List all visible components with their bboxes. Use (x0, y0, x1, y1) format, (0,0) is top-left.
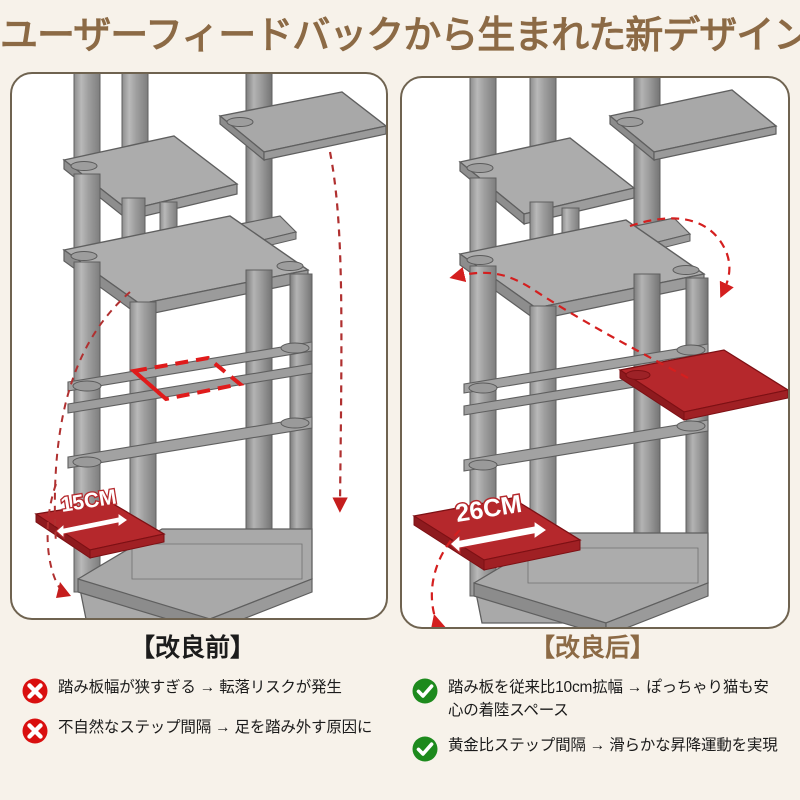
annotation-arrow-left (46, 291, 131, 598)
base-platform (77, 528, 313, 618)
missing-step-outline (129, 355, 245, 402)
panel-after-improvement: 26CM (400, 76, 790, 629)
annotation-arrow-mid (449, 266, 689, 379)
board-upper-right (218, 91, 386, 162)
rail-bottom (67, 416, 313, 469)
annotation-arrow-bottom (430, 529, 461, 627)
measure-arrow-before (55, 511, 129, 540)
check-icon (412, 678, 438, 704)
list-item: 踏み板幅が狭すぎる → 転落リスクが発生 (22, 676, 390, 704)
base-platform (473, 532, 709, 627)
panel-before-improvement: 15CM (10, 72, 388, 620)
cat-tree-diagram-before: 15CM (34, 74, 386, 618)
annotation-arrow-top-curve (629, 217, 734, 298)
rail-lower (67, 363, 313, 414)
list-item-label: 不自然なステップ間隔 → 足を踏み外す原因に (58, 719, 373, 736)
measure-arrow-after (449, 519, 549, 555)
list-item: 黄金比ステップ間隔 → 滑らかな昇降運動を実現 (412, 734, 780, 762)
annotation-arrow-right (328, 151, 348, 513)
list-item: 踏み板を従来比10cm拡幅 → ぽっちゃり猫も安心の着陸スペース (412, 676, 780, 722)
bullet-list-before: 踏み板幅が狭すぎる → 転落リスクが発生 不自然なステップ間隔 → 足を踏み外す… (22, 676, 390, 756)
bullet-list-after: 踏み板を従来比10cm拡幅 → ぽっちゃり猫も安心の着陸スペース 黄金比ステップ… (412, 676, 780, 774)
page-title: ユーザーフィードバックから生まれた新デザイン (0, 15, 800, 57)
cross-icon (22, 678, 48, 704)
list-item-label: 踏み板を従来比10cm拡幅 → ぽっちゃり猫も安心の着陸スペース (448, 679, 769, 719)
caption-before: 【改良前】 (130, 634, 256, 662)
step-board-added-after (618, 349, 788, 421)
rail-bottom (463, 419, 709, 472)
board-upper-right (608, 89, 778, 162)
check-icon (412, 736, 438, 762)
list-item-label: 踏み板幅が狭すぎる → 転落リスクが発生 (58, 679, 342, 696)
cross-icon (22, 718, 48, 744)
cat-tree-diagram-after: 26CM (412, 78, 788, 627)
caption-after: 【改良后】 (530, 634, 656, 662)
list-item: 不自然なステップ間隔 → 足を踏み外す原因に (22, 716, 390, 744)
rail-upper (67, 341, 313, 392)
list-item-label: 黄金比ステップ間隔 → 滑らかな昇降運動を実現 (448, 737, 778, 754)
